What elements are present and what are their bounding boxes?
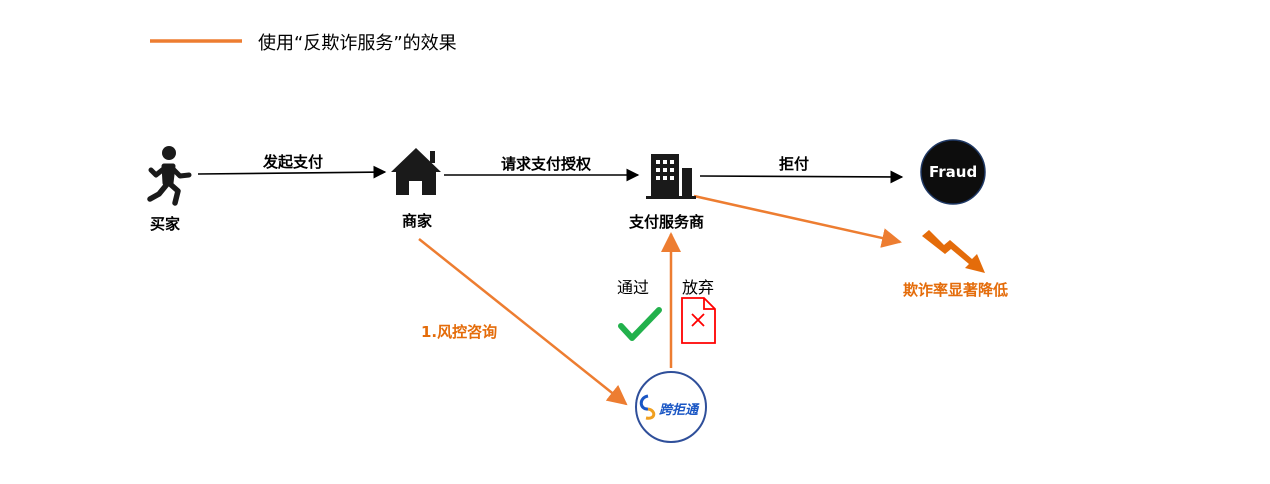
service-label: 跨拒通: [659, 403, 699, 418]
office-building-icon: [646, 154, 696, 199]
arrow-provider-to-fraud: [699, 170, 904, 184]
service-node: [635, 371, 707, 443]
pass-label: 通过: [617, 278, 650, 297]
legend-label: 使用“反欺诈服务”的效果: [258, 33, 457, 54]
edge-label-request-authorization: 请求支付授权: [501, 155, 592, 173]
outcome-label: 欺诈率显著降低: [903, 281, 1009, 299]
abandon-label: 放弃: [682, 278, 715, 297]
buyer-label: 买家: [150, 215, 181, 233]
arrow-merchant-to-service: [418, 238, 628, 406]
house-icon: [391, 148, 441, 195]
fraud-node: [920, 139, 986, 205]
kuajutong-logo: [639, 394, 656, 420]
merchant-label: 商家: [402, 212, 433, 230]
walking-person-icon: [147, 146, 192, 206]
fraud-label: Fraud: [929, 163, 978, 181]
rejected-document-icon: [681, 297, 716, 344]
payment-provider-label: 支付服务商: [629, 213, 705, 231]
declining-trend-icon: [922, 230, 985, 273]
arrow-provider-to-outcome: [693, 194, 902, 248]
edge-label-initiate-payment: 发起支付: [263, 153, 324, 171]
edge-label-risk-consult: 1.风控咨询: [421, 323, 498, 341]
arrow-buyer-to-merchant: [197, 165, 387, 179]
edge-label-chargeback: 拒付: [779, 155, 810, 173]
check-icon: [618, 307, 662, 341]
